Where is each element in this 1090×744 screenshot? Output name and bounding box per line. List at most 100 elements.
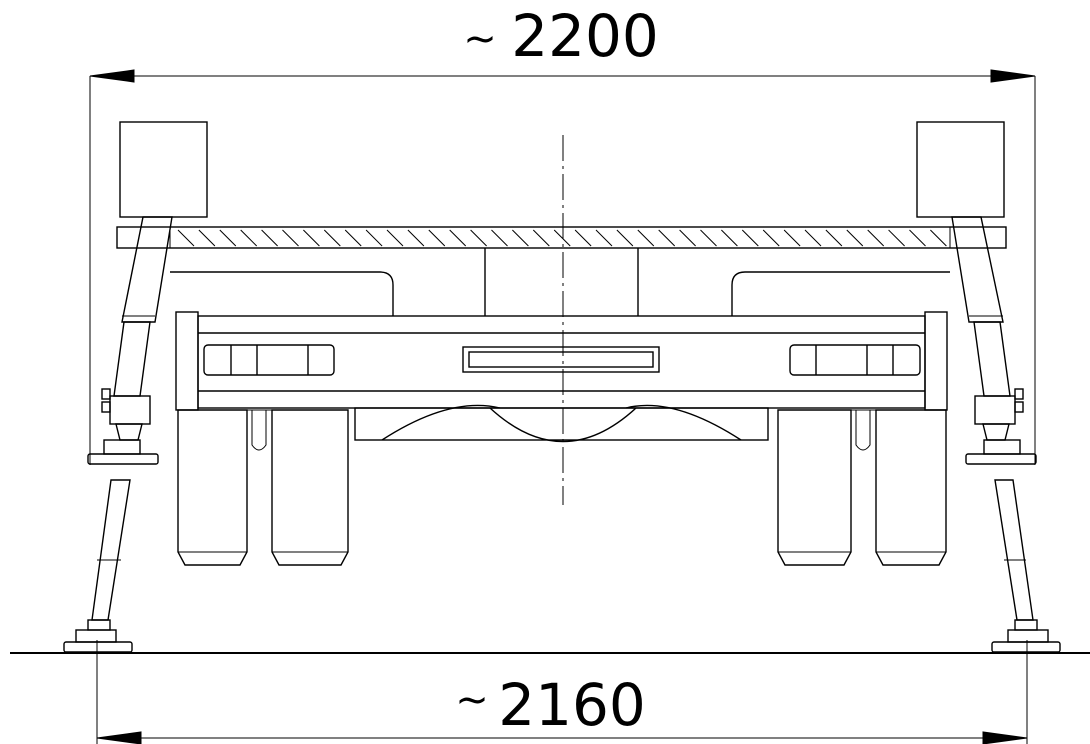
leg-left-bolt-a [101, 388, 111, 400]
deck-hatch-line [909, 229, 926, 247]
leg-left-extended-rod [91, 479, 131, 621]
leg-left-rod [113, 321, 151, 397]
deck [116, 226, 1007, 249]
deck-hatch-line [303, 229, 320, 247]
deck-hatch-line [365, 229, 383, 247]
leg-right-foot-plate [965, 453, 1037, 465]
leg-right-extended-rod [994, 479, 1034, 621]
leg-left-collar [109, 395, 151, 425]
chassis-beam [175, 311, 948, 411]
deck-hatch-line [323, 229, 341, 247]
license-plate-inner [468, 351, 654, 368]
deck-hatch-line [741, 229, 759, 247]
leg-left-upper-cylinder [121, 216, 173, 323]
axle-body [354, 407, 769, 441]
deck-hatch-line [407, 229, 425, 247]
axle [354, 404, 769, 443]
beam-end-cap-left [175, 311, 199, 411]
leg-right-bolt-b [1014, 401, 1024, 413]
leg-right-rod [973, 321, 1011, 397]
deck-hatch-line [177, 229, 195, 247]
deck-hatch-line [219, 229, 237, 247]
deck-hatch-line [428, 229, 446, 247]
leg-right-ground-base [1007, 629, 1049, 643]
deck-hatch-line [532, 229, 550, 247]
deck-hatch-line [470, 229, 487, 247]
top-dimension: ~ 2200 [89, 2, 1036, 465]
leg-right-foot-base [983, 439, 1021, 455]
light-cluster-left [203, 344, 335, 376]
differential-housing [489, 407, 637, 443]
deck-hatch-line [344, 229, 362, 247]
deck-hatch-line [261, 229, 278, 247]
deck-hatch-line [721, 229, 738, 247]
light-cluster-right [789, 344, 921, 376]
leg-right-collar [974, 395, 1016, 425]
deck-hatch-line [700, 229, 717, 247]
axle-arch-left [381, 404, 501, 441]
leg-right-joint [982, 423, 1010, 441]
deck-hatch-line [240, 229, 258, 247]
wheel-right-inner [777, 409, 852, 566]
leg-left-bolt-b [101, 401, 111, 413]
deck-hatch-line [658, 229, 676, 247]
support-leg-right [951, 216, 1061, 653]
leg-left-foot-plate [87, 453, 159, 465]
deck-hatch-line [449, 229, 467, 247]
leg-left-ground-collar [87, 619, 111, 631]
leg-left-ground-base [75, 629, 117, 643]
deck-hatch-line [553, 229, 571, 247]
bottom-dim-tilde: ~ [455, 677, 489, 723]
bottom-dim-arrow-left [96, 731, 142, 744]
leg-right-upper-cylinder [951, 216, 1004, 323]
deck-hatch-line [804, 229, 822, 247]
deck-hatch-line [867, 229, 885, 247]
wheel-right-outer [875, 409, 947, 566]
deck-hatch-line [491, 229, 508, 247]
sub-curve-left [379, 271, 394, 316]
top-dim-arrow-right [990, 69, 1036, 83]
deck-hatch-line [616, 229, 634, 247]
deck-hatch-line [762, 229, 780, 247]
sub-curve-right [731, 271, 746, 316]
leg-left-joint [115, 423, 143, 441]
deck-hatch-line [637, 229, 655, 247]
deck-hatch-line [679, 229, 696, 247]
leg-right-ground-collar [1014, 619, 1038, 631]
beam-end-cap-right [924, 311, 948, 411]
deck-hatch-line [574, 229, 592, 247]
deck-hatch-line [783, 229, 801, 247]
wheels [177, 409, 947, 566]
license-plate-outer [462, 346, 660, 373]
top-dim-value: 2200 [511, 2, 659, 70]
bottom-dim-arrow-right [982, 731, 1028, 744]
deck-hatch-line [386, 229, 404, 247]
leg-right-bolt-a [1014, 388, 1024, 400]
outrigger-box-left [119, 121, 208, 218]
outrigger-box-right [916, 121, 1005, 218]
wheel-left-hub [247, 409, 272, 451]
bottom-dimension: ~ 2160 [96, 640, 1028, 744]
deck-hatch-line [930, 229, 947, 247]
deck-hatch-line [282, 229, 299, 247]
deck-hatch-line [825, 229, 843, 247]
leg-left-foot-base [103, 439, 141, 455]
leg-right-ground-plate [991, 641, 1061, 653]
deck-hatch-line [846, 229, 864, 247]
axle-arch-right [625, 404, 742, 441]
wheel-left-inner [271, 409, 349, 566]
top-dim-arrow-left [89, 69, 135, 83]
support-leg-left [63, 216, 173, 653]
deck-hatch-line [595, 229, 613, 247]
wheel-right-hub [851, 409, 876, 451]
substructure [170, 248, 950, 316]
deck-hatch-line [512, 229, 529, 247]
deck-hatch-line [888, 229, 905, 247]
bottom-dim-value: 2160 [498, 671, 646, 739]
deck-plate [116, 226, 1007, 249]
deck-hatch-line [198, 229, 216, 247]
top-dim-tilde: ~ [463, 16, 497, 62]
wheel-left-outer [177, 409, 248, 566]
leg-left-ground-plate [63, 641, 133, 653]
